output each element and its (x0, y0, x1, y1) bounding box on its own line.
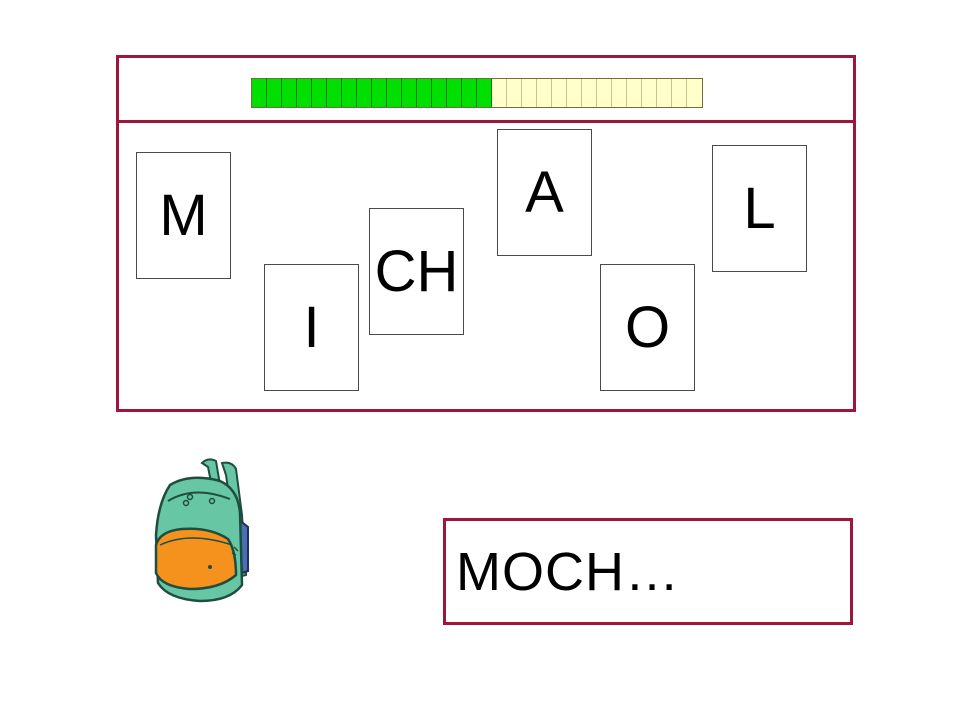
progress-segment-filled (357, 79, 372, 107)
progress-segment-filled (342, 79, 357, 107)
progress-bar (251, 78, 703, 108)
letter-card-ch[interactable]: CH (369, 208, 464, 335)
progress-segment-empty (687, 79, 702, 107)
progress-segment-empty (657, 79, 672, 107)
progress-segment-filled (252, 79, 267, 107)
progress-segment-empty (612, 79, 627, 107)
progress-segment-filled (282, 79, 297, 107)
progress-segment-filled (267, 79, 282, 107)
progress-segment-filled (402, 79, 417, 107)
letter-board (116, 55, 856, 412)
progress-segment-filled (387, 79, 402, 107)
backpack-icon (154, 458, 249, 603)
letter-card-a[interactable]: A (497, 129, 592, 256)
progress-segment-empty (522, 79, 537, 107)
progress-segment-filled (477, 79, 492, 107)
progress-segment-empty (552, 79, 567, 107)
progress-segment-filled (297, 79, 312, 107)
progress-segment-empty (582, 79, 597, 107)
progress-segment-filled (372, 79, 387, 107)
progress-segment-empty (672, 79, 687, 107)
letter-card-i[interactable]: I (264, 264, 359, 391)
letter-card-o[interactable]: O (600, 264, 695, 391)
progress-segment-empty (567, 79, 582, 107)
progress-segment-empty (537, 79, 552, 107)
progress-segment-filled (327, 79, 342, 107)
progress-segment-filled (312, 79, 327, 107)
progress-segment-filled (432, 79, 447, 107)
progress-segment-filled (417, 79, 432, 107)
progress-segment-filled (447, 79, 462, 107)
answer-box: MOCH… (443, 518, 853, 625)
progress-segment-empty (627, 79, 642, 107)
board-divider (119, 120, 853, 123)
letter-card-l[interactable]: L (712, 145, 807, 272)
progress-segment-empty (597, 79, 612, 107)
progress-segment-empty (492, 79, 507, 107)
progress-segment-filled (462, 79, 477, 107)
progress-segment-empty (642, 79, 657, 107)
answer-text: MOCH… (456, 541, 680, 602)
progress-segment-empty (507, 79, 522, 107)
letter-card-m[interactable]: M (136, 152, 231, 279)
